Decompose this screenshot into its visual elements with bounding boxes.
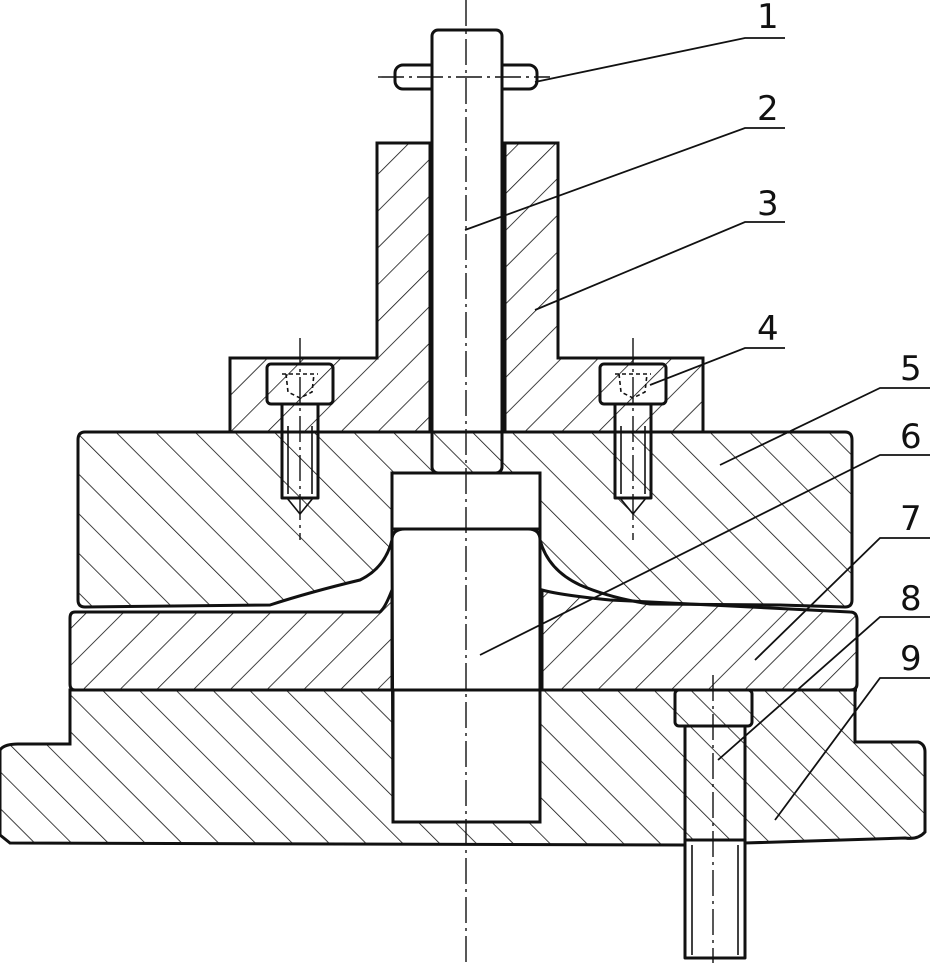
- leader-1: [534, 37, 785, 83]
- callout-5: 5: [900, 349, 922, 389]
- callout-4: 4: [757, 309, 779, 349]
- punch-body-part-6: [390, 527, 542, 824]
- leader-3: [534, 221, 785, 311]
- leader-2: [464, 127, 785, 231]
- bolt-shank-part-8: [683, 724, 747, 960]
- leader-9: [774, 677, 930, 821]
- callout-8: 8: [900, 579, 922, 619]
- leader-4: [649, 347, 785, 386]
- leader-6: [479, 454, 930, 656]
- leader-8: [717, 616, 930, 761]
- callout-9: 9: [900, 639, 922, 679]
- callout-7: 7: [900, 499, 922, 539]
- leader-lines: [464, 37, 930, 821]
- callout-1: 1: [757, 0, 779, 37]
- callout-2: 2: [757, 89, 779, 129]
- callout-3: 3: [757, 184, 779, 224]
- leader-7: [754, 537, 930, 661]
- top-holder-part-3: [228, 141, 705, 434]
- leader-5: [719, 387, 930, 466]
- callout-6: 6: [900, 417, 922, 457]
- ejector-rod-part-2: [430, 28, 504, 475]
